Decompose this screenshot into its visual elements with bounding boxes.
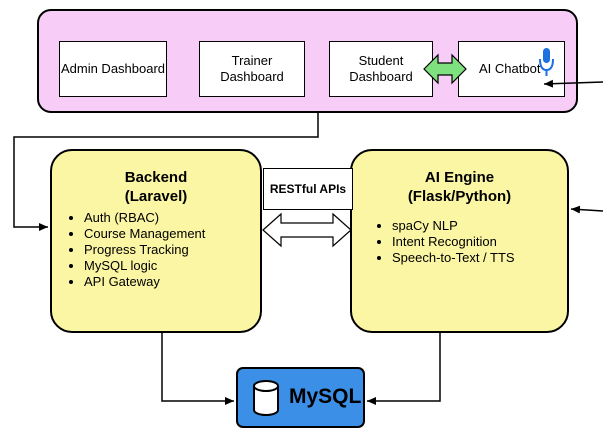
admin-dashboard-box: Admin Dashboard xyxy=(59,41,167,97)
backend-feature-item: MySQL logic xyxy=(84,258,205,274)
microphone-icon xyxy=(539,48,554,76)
external-input-arrow-chatbot xyxy=(543,79,603,88)
backend-feature-item: Course Management xyxy=(84,226,205,242)
database-icon xyxy=(253,380,279,416)
ai-engine-feature-item: Speech-to-Text / TTS xyxy=(392,250,515,266)
ai-engine-title-line2: (Flask/Python) xyxy=(407,188,512,205)
restful-apis-double-arrow xyxy=(262,212,352,248)
restful-apis-label: RESTful APIs xyxy=(263,168,353,210)
backend-feature-item: Auth (RBAC) xyxy=(84,210,205,226)
ai-engine-feature-item: spaCy NLP xyxy=(392,218,515,234)
backend-to-mysql-line xyxy=(161,333,234,405)
backend-feature-item: API Gateway xyxy=(84,274,205,290)
backend-feature-list: Auth (RBAC) Course Management Progress T… xyxy=(66,210,205,290)
student-chatbot-double-arrow xyxy=(423,53,467,85)
ai-engine-feature-item: Intent Recognition xyxy=(392,234,515,250)
trainer-dashboard-box: Trainer Dashboard xyxy=(199,41,305,97)
backend-feature-item: Progress Tracking xyxy=(84,242,205,258)
ai-chatbot-label: AI Chatbot xyxy=(479,61,541,76)
backend-title-line1: Backend xyxy=(124,169,188,186)
ai-engine-feature-list: spaCy NLP Intent Recognition Speech-to-T… xyxy=(374,218,515,266)
frontend-to-backend-line xyxy=(13,113,319,231)
ai-engine-box: AI Engine (Flask/Python) spaCy NLP Inten… xyxy=(350,149,569,333)
external-input-arrow-ai-engine xyxy=(570,205,603,214)
mysql-label: MySQL xyxy=(289,385,362,408)
ai-engine-title-line1: AI Engine xyxy=(424,169,495,186)
backend-box: Backend (Laravel) Auth (RBAC) Course Man… xyxy=(50,149,262,333)
student-dashboard-box: Student Dashboard xyxy=(329,41,433,97)
mysql-database-box: MySQL xyxy=(236,367,365,428)
backend-title-line2: (Laravel) xyxy=(124,188,188,205)
ai-engine-to-mysql-line xyxy=(367,333,441,405)
